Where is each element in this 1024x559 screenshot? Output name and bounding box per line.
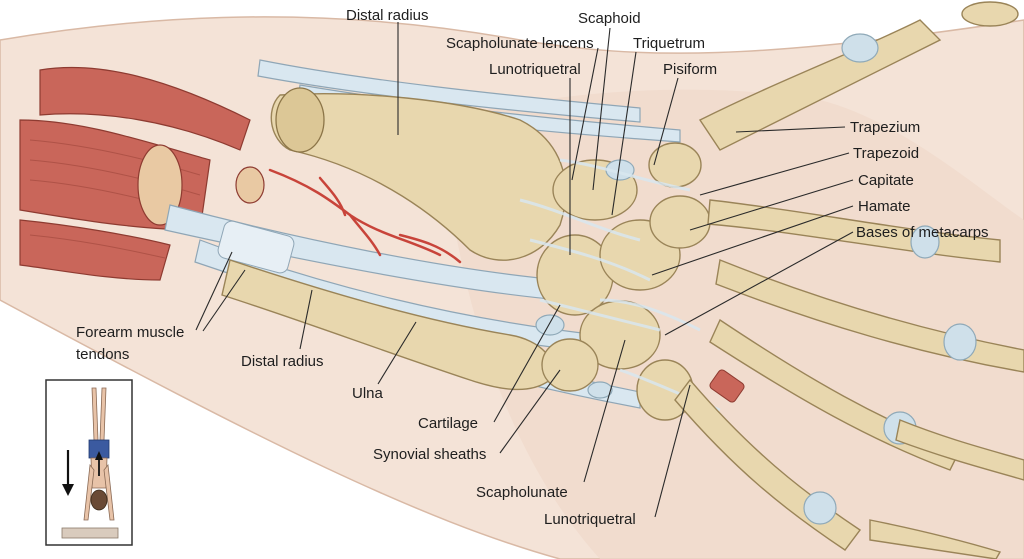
label-distal-radius-bottom: Distal radius <box>241 353 324 370</box>
label-pisiform: Pisiform <box>663 61 717 78</box>
label-trapezoid: Trapezoid <box>853 145 919 162</box>
label-scaphoid: Scaphoid <box>578 10 641 27</box>
tendon-stump <box>709 369 745 403</box>
distal-radius-bone <box>270 87 567 261</box>
down-arrow-icon <box>62 450 74 496</box>
label-triquetrum: Triquetrum <box>633 35 705 52</box>
leader-lines <box>195 22 854 518</box>
label-hamate: Hamate <box>858 198 911 215</box>
forearm-muscles <box>19 66 265 281</box>
label-capitate: Capitate <box>858 172 914 189</box>
label-cartilage: Cartilage <box>418 415 478 432</box>
label-ulna: Ulna <box>352 385 384 402</box>
label-scapholunate: Scapholunate <box>476 484 568 501</box>
up-arrow-icon <box>95 451 103 476</box>
label-lunotriquetral-bottom: Lunotriquetral <box>544 511 636 528</box>
trapezoid-bone <box>541 338 599 392</box>
label-distal-radius-top: Distal radius <box>346 7 429 24</box>
label-synovial-sheaths: Synovial sheaths <box>373 446 486 463</box>
label-scapholunate-lencens: Scapholunate lencens <box>446 35 594 52</box>
inset-frame <box>45 379 133 546</box>
muscle-belly-lower <box>19 219 171 281</box>
metacarpal-bones <box>674 1 1024 559</box>
label-forearm-muscle-line2: tendons <box>76 346 129 363</box>
label-trapezium: Trapezium <box>850 119 920 136</box>
labels: Distal radius Scaphoid Scapholunate lenc… <box>76 7 989 528</box>
pisiform-bone <box>648 142 702 188</box>
blood-vessels <box>268 168 462 264</box>
label-forearm-muscle-line1: Forearm muscle <box>76 324 184 341</box>
label-lunotriquetral-top: Lunotriquetral <box>489 61 581 78</box>
label-bases-of-metacarps: Bases of metacarps <box>856 224 989 241</box>
handstand-inset <box>45 379 133 546</box>
muscle-belly-upper <box>39 66 251 151</box>
capitate-bone <box>649 195 711 249</box>
ligaments <box>519 158 721 412</box>
carpal-bones <box>535 142 711 421</box>
